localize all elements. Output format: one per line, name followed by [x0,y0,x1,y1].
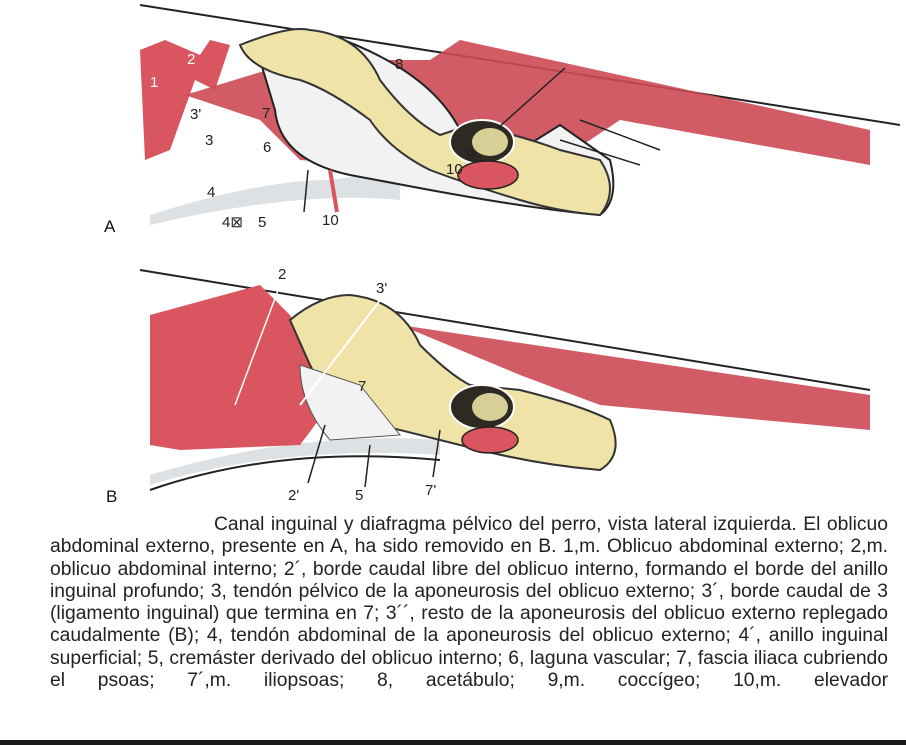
figure-b: 2 3' 7 2' 5 7' B [0,255,906,510]
label-5: 5 [355,487,364,504]
figure-a-illustration [139,4,901,225]
label-2-prime: 2' [288,487,300,504]
label-2: 2 [278,266,287,283]
label-8: 8 [395,56,404,73]
panel-label-b: B [106,487,118,506]
label-2: 2 [187,51,196,68]
label-3: 3 [205,132,214,149]
label-7-prime: 7' [425,482,437,499]
label-10: 10 [446,161,463,178]
label-6: 6 [263,139,272,156]
figure-b-illustration [139,269,871,491]
panel-label-a: A [104,217,116,236]
label-7: 7 [358,378,367,395]
label-5: 5 [258,214,267,231]
label-4: 4 [207,184,216,201]
label-1: 1 [150,74,159,91]
label-3-prime: 3' [376,280,388,297]
label-4-prime: 4⊠ [222,214,243,231]
label-9: 9 [466,146,475,163]
figure-a: 1 2 3' 3 7 6 8 9 10 4 4⊠ 5 10 A [0,0,906,250]
caption-text: Canal inguinal y diafragma pélvico del p… [50,514,888,692]
bottom-divider [0,740,906,745]
label-3-prime: 3' [190,106,202,123]
label-7: 7 [262,105,271,122]
figure-caption: Canal inguinal y diafragma pélvico del p… [50,514,888,692]
label-10-bottom: 10 [322,212,339,229]
